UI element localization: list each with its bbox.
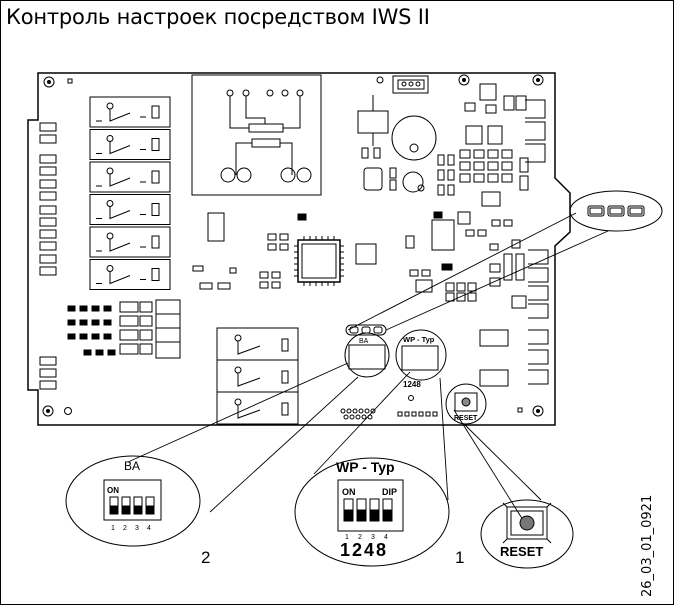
capacitor-icon — [357, 95, 437, 193]
ba-num-3: 3 — [135, 525, 139, 532]
board-wp-label: WP - Typ — [403, 335, 435, 344]
relay-coil — [151, 138, 160, 151]
wp-callout-index: 1 — [455, 548, 464, 567]
relay-contact — [106, 265, 114, 272]
relay-contact — [106, 200, 114, 207]
wp-callout-label: WP - Typ — [336, 459, 395, 475]
wp-num-4: 4 — [384, 534, 388, 541]
relay-switch — [96, 239, 146, 252]
reset-callout-label: RESET — [500, 544, 543, 559]
pcb-board — [27, 72, 571, 426]
relay-switch — [96, 109, 146, 122]
ba-num-1: 1 — [111, 525, 115, 532]
ba-num-2: 2 — [123, 525, 127, 532]
board-reset-label: RESET — [454, 415, 478, 422]
wp-callout-dip: DIP — [382, 487, 397, 497]
relay-switch — [96, 271, 146, 285]
wp-callout — [294, 457, 450, 567]
wp-callout-weights: 1248 — [340, 540, 388, 560]
transformer — [191, 74, 322, 196]
board-dip-ba — [344, 332, 390, 378]
relay-icon — [216, 327, 299, 425]
relay-switch — [96, 141, 146, 155]
ba-callout-label: BA — [124, 459, 140, 473]
relay-coil — [151, 235, 160, 249]
jumper-callout — [569, 190, 663, 232]
relay-icon — [89, 129, 171, 160]
ba-callout-on: ON — [107, 486, 119, 495]
relay-switch — [96, 174, 146, 187]
relay-contact — [106, 102, 114, 110]
wp-callout-on: ON — [342, 487, 356, 497]
relay-bank — [89, 96, 171, 290]
relay-coil — [151, 203, 160, 216]
chip-icon — [207, 191, 501, 286]
wp-num-2: 2 — [358, 534, 362, 541]
relay-icon — [89, 96, 171, 128]
push-button-icon — [480, 499, 574, 569]
relay-coil — [151, 268, 160, 281]
relay-icon — [89, 194, 171, 225]
ba-callout-index: 2 — [201, 548, 210, 567]
board-weights: 1248 — [403, 380, 421, 389]
resistor-array — [67, 299, 181, 359]
relay-coil — [151, 105, 160, 119]
wp-num-3: 3 — [371, 534, 375, 541]
top-connector — [376, 75, 429, 94]
ba-callout — [65, 455, 201, 547]
bottom-pin-header — [340, 395, 438, 420]
leader-lines — [127, 212, 609, 521]
relay-contact — [106, 232, 114, 240]
relay-icon — [89, 259, 171, 290]
figure-title: Контроль настроек посредством IWS II — [6, 5, 430, 29]
ba-num-4: 4 — [147, 525, 151, 532]
relay-coil — [151, 170, 160, 184]
relay-contact — [106, 135, 114, 142]
relay-switch — [96, 206, 146, 220]
mounting-holes — [42, 74, 544, 417]
board-ba-label: BA — [359, 338, 369, 345]
relay-icon — [89, 161, 171, 193]
board-reset-button — [445, 383, 487, 425]
board-dip-wp — [395, 329, 447, 381]
wp-num-1: 1 — [345, 534, 349, 541]
relay-contact — [106, 167, 114, 175]
relay-icon — [89, 226, 171, 258]
